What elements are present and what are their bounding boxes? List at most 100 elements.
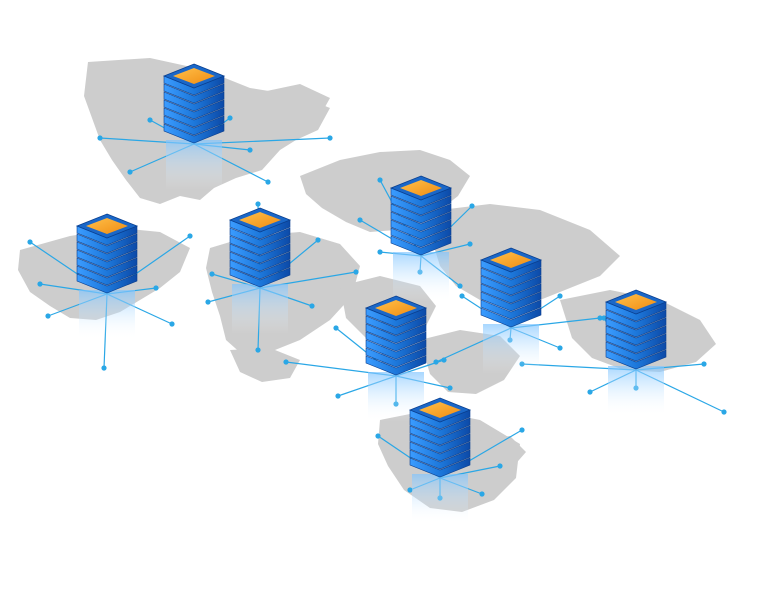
server-layer [409,457,471,478]
server-layer [229,251,291,272]
server-top-panel [86,218,128,234]
server-layer [365,347,427,368]
network-node-icon [327,135,333,141]
server-layer [409,433,471,454]
network-node-icon [169,321,175,327]
network-node-icon [457,283,463,289]
server-glow [608,366,664,416]
server-layer [76,249,138,270]
server-glow [232,284,288,334]
network-node-icon [255,201,261,207]
server-layer [163,91,225,112]
server-top-panel [173,68,215,84]
server-layer [229,243,291,264]
network-node-icon [315,237,321,243]
server-glow [483,324,539,374]
network-node-icon [283,359,289,365]
server-layer [76,273,138,294]
server-layer [163,115,225,136]
server-layer [605,341,667,362]
server-layer [365,331,427,352]
server-layer [76,265,138,286]
server-icon [389,175,453,302]
network-node-icon [209,271,215,277]
network-node-icon [497,463,503,469]
server-layer [229,259,291,280]
server-layer [605,349,667,370]
network-node-icon [101,365,107,371]
server-top-panel [375,300,417,316]
server-layer [480,267,542,288]
land-africa-south [230,348,300,382]
network-node-icon [127,169,133,175]
server-icon [75,213,139,340]
server-icon [408,397,472,524]
network-node-icon [447,385,453,391]
network-node-icon [377,177,383,183]
server-glow [393,252,449,302]
server-layer [229,227,291,248]
server-layer [163,99,225,120]
network-node-icon [333,325,339,331]
server-icon [604,289,668,416]
network-node-icon [441,357,447,363]
server-layer [480,283,542,304]
server-glow [412,474,468,524]
network-node-icon [467,241,473,247]
land-islands [480,436,526,468]
server-layer [163,123,225,144]
server-layer [229,267,291,288]
server-icon [364,295,428,422]
network-node-icon [153,285,159,291]
server-layer [163,83,225,104]
server-layer [409,425,471,446]
server-layer [76,241,138,262]
server-icon [228,207,292,334]
network-node-icon [587,389,593,395]
land-greenland [262,84,330,120]
network-node-icon [265,179,271,185]
server-layer [76,233,138,254]
server-layer [365,315,427,336]
server-layer [390,195,452,216]
server-layer [409,417,471,438]
server-top-panel [400,180,442,196]
network-node-icon [601,315,607,321]
server-layer [76,257,138,278]
network-node-icon [557,293,563,299]
network-node-icon [701,361,707,367]
server-layer [605,317,667,338]
server-layer [390,203,452,224]
server-layer [605,309,667,330]
network-node-icon [205,299,211,305]
server-icon [479,247,543,374]
server-layer [480,291,542,312]
network-node-icon [335,393,341,399]
network-node-icon [309,303,315,309]
network-node-icon [459,293,465,299]
network-node-icon [187,233,193,239]
network-node-icon [479,491,485,497]
network-node-icon [147,117,153,123]
server-top-panel [239,212,281,228]
server-glow [166,140,222,190]
server-layer [605,333,667,354]
network-node-icon [357,217,363,223]
network-node-icon [353,269,359,275]
server-glow [79,290,135,340]
network-node-icon [557,345,563,351]
server-layer [390,219,452,240]
network-node-icon [375,433,381,439]
server-layer [365,323,427,344]
server-layer [409,449,471,470]
server-top-panel [615,294,657,310]
server-layer [390,227,452,248]
server-layer [480,307,542,328]
server-layer [390,235,452,256]
network-node-icon [27,239,33,245]
server-layer [605,325,667,346]
network-node-icon [407,487,413,493]
network-node-icon [519,427,525,433]
server-top-panel [490,252,532,268]
